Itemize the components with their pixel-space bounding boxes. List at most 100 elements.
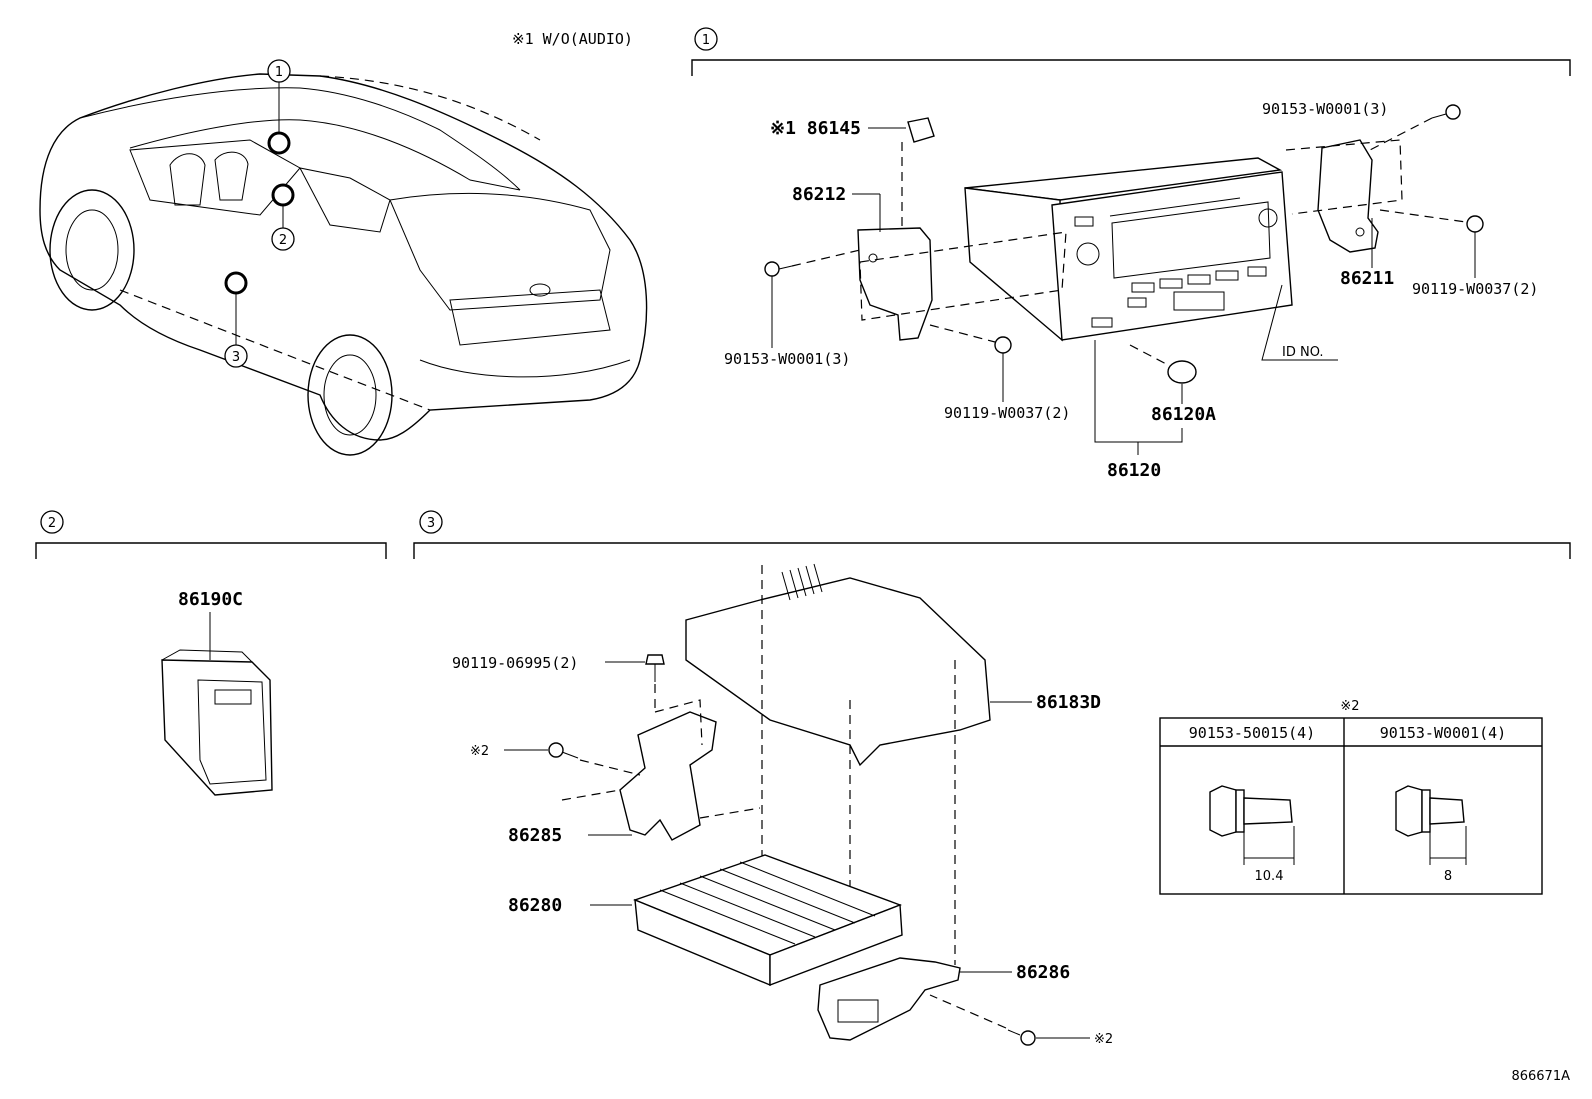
bolt-1-dimension: 10.4 xyxy=(1255,869,1284,884)
dash-86120A xyxy=(1129,344,1171,367)
vent-line xyxy=(813,563,823,593)
bolt-2-flange xyxy=(1421,789,1431,833)
car-windshield-line xyxy=(129,119,521,191)
vent-line xyxy=(805,565,815,595)
section-3-bracket: 3 xyxy=(413,510,1571,559)
vent-line xyxy=(797,567,807,597)
fastener-bolt-2: 8 xyxy=(1395,785,1467,884)
label-86183D: 86183D xyxy=(1036,692,1101,713)
callout-2: 2 xyxy=(279,233,287,248)
callout-1-circle xyxy=(267,59,291,83)
section-3-marker: 3 xyxy=(427,516,435,531)
label-note2-left: ※2 xyxy=(470,744,489,759)
label-86280: 86280 xyxy=(508,895,562,916)
vent-line xyxy=(781,571,791,601)
bolt-shank-note2-left xyxy=(561,751,579,759)
head-unit-side xyxy=(964,187,1063,342)
section-3-amplifier: 86183D 90119-06995(2) 86285 ※2 xyxy=(452,563,1113,1047)
dash-screw-left xyxy=(791,249,861,267)
dash-bolt-note2-left xyxy=(579,759,641,776)
amplifier-heatsink-fins xyxy=(659,861,876,945)
screw-head-right xyxy=(1445,104,1461,120)
bracket-86211 xyxy=(1317,139,1379,253)
car-rear-wheel-hub xyxy=(323,354,377,436)
bracket-86212 xyxy=(857,227,933,341)
bolt-1-head xyxy=(1209,785,1237,837)
fastener-table-title: ※2 xyxy=(1340,699,1359,714)
fin xyxy=(739,861,876,917)
label-90119-06995: 90119-06995(2) xyxy=(452,654,578,672)
section-1-marker: 1 xyxy=(702,33,710,48)
label-86120A: 86120A xyxy=(1151,404,1216,425)
car-rear-hatch xyxy=(389,192,611,311)
label-90119-mid: 90119-W0037(2) xyxy=(944,404,1070,422)
location-amplifier xyxy=(224,271,248,295)
hu-button xyxy=(1159,278,1183,289)
car-front-wheel xyxy=(49,189,135,311)
bolt-2-head xyxy=(1395,785,1423,837)
usb-port-top xyxy=(161,649,253,663)
fastener-col-2-header: 90153-W0001(4) xyxy=(1380,724,1506,742)
hu-button xyxy=(1215,270,1239,281)
bolt-1-flange xyxy=(1235,789,1245,833)
leader-id-no xyxy=(1261,284,1338,361)
dash-screw-right xyxy=(1369,117,1433,151)
head-unit-tune-knob xyxy=(1258,208,1278,228)
dash-align-left xyxy=(859,231,1067,321)
label-86211: 86211 xyxy=(1340,268,1394,289)
amplifier-86280-side xyxy=(769,904,903,987)
vehicle-illustration: 1 2 3 xyxy=(39,59,648,456)
bolt-note2-right xyxy=(1007,1029,1036,1046)
screw-90119-mid xyxy=(994,336,1012,354)
car-front-wheel-hub xyxy=(65,209,119,291)
label-90153-right: 90153-W0001(3) xyxy=(1262,100,1388,118)
dash-screw-90119-right xyxy=(1379,209,1467,223)
vent-line xyxy=(789,569,799,599)
car-underbody-dash xyxy=(119,289,431,411)
usb-port-face xyxy=(197,679,267,785)
fin xyxy=(659,889,796,945)
section-3-marker-circle xyxy=(419,510,443,534)
amp-cover-vents xyxy=(781,563,823,601)
bolt-head xyxy=(645,654,665,665)
screw-90153-right xyxy=(1431,104,1461,120)
dash-bolt-note2-right xyxy=(929,994,1007,1029)
bolt-2-shank xyxy=(1429,797,1465,825)
fastener-col-1-header: 90153-50015(4) xyxy=(1189,724,1315,742)
screw-shank-right xyxy=(1431,113,1447,119)
fastener-table-frame xyxy=(1159,717,1543,895)
car-body-outline xyxy=(39,73,648,441)
section-3-line xyxy=(413,542,1571,559)
label-id-no: ID NO. xyxy=(1282,345,1324,360)
bolt-head-note2-left xyxy=(548,742,564,758)
callout-3: 3 xyxy=(232,350,240,365)
label-86120: 86120 xyxy=(1107,460,1161,481)
bolt-2-dimension: 8 xyxy=(1444,869,1452,884)
head-unit-cd-slot xyxy=(1109,197,1241,217)
label-86190C: 86190C xyxy=(178,589,243,610)
section-2-marker: 2 xyxy=(48,516,56,531)
hu-button xyxy=(1247,266,1267,277)
hu-button xyxy=(1074,216,1094,227)
note-without-audio: ※1 W/O(AUDIO) xyxy=(512,30,633,48)
section-2-marker-circle xyxy=(40,510,64,534)
fastener-bolt-1: 10.4 xyxy=(1209,785,1295,884)
label-86145: ※1 86145 xyxy=(770,118,861,139)
diagram-id: 866671A xyxy=(1511,1069,1570,1084)
hu-button xyxy=(1091,317,1113,328)
section-1-bracket: 1 xyxy=(691,27,1571,76)
label-90153-left: 90153-W0001(3) xyxy=(724,350,850,368)
dash-bracket-86285 xyxy=(654,699,703,746)
dash-screw-mid xyxy=(929,324,996,343)
dash-align-right xyxy=(1285,139,1403,215)
fin xyxy=(719,868,856,924)
fin xyxy=(699,875,836,931)
car-rear-bumper xyxy=(419,359,631,378)
connector-86145 xyxy=(907,117,935,143)
bolt-shank-note2-right xyxy=(1007,1029,1021,1036)
bracket-86286 xyxy=(817,957,961,1041)
label-86212: 86212 xyxy=(792,184,846,205)
screw-head-mid xyxy=(994,336,1012,354)
dash-bracket-86285-b xyxy=(561,789,761,819)
